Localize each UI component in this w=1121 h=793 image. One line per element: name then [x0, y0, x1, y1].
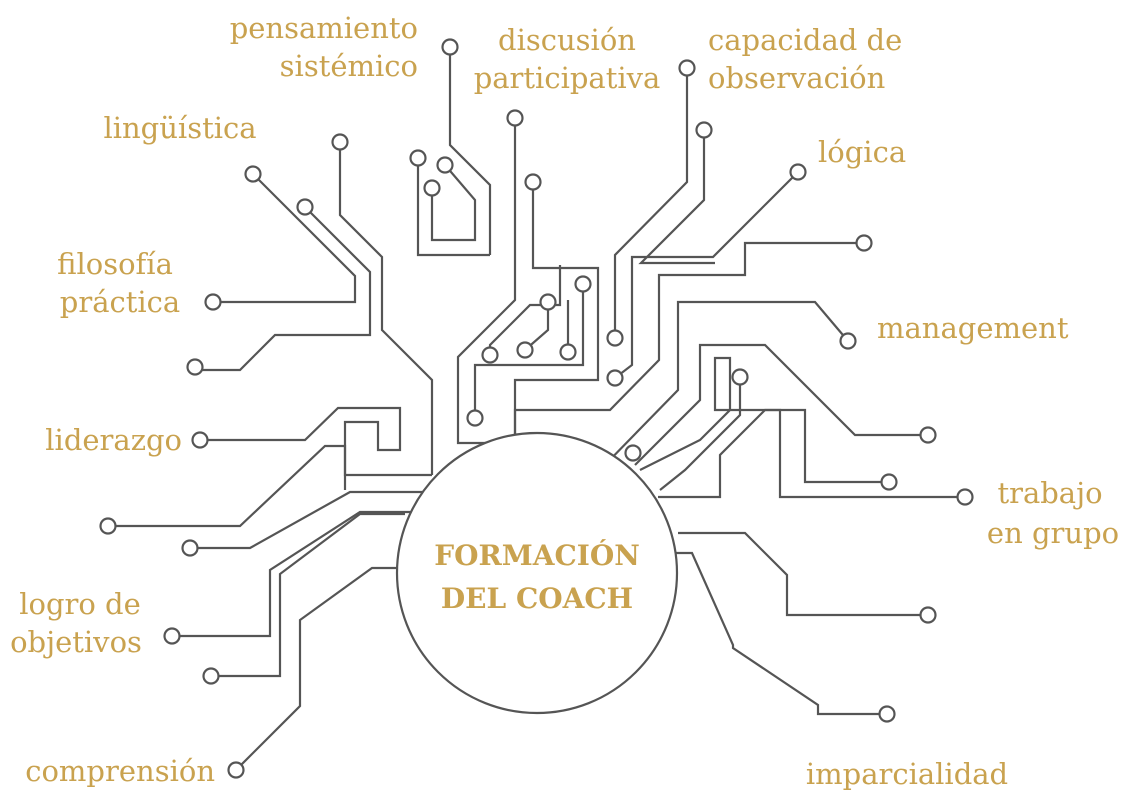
node [181, 539, 199, 557]
node [956, 488, 974, 506]
trace-inner-b [524, 302, 550, 351]
label-comprension: comprensión [25, 754, 215, 788]
node [524, 173, 542, 191]
node [204, 293, 222, 311]
trace-management [599, 300, 849, 471]
labels: pensamiento sistémico discusión particip… [10, 11, 1119, 791]
trace-linguistica-outer [215, 173, 357, 304]
node [186, 358, 204, 376]
node [423, 179, 441, 197]
node [606, 369, 624, 387]
label-capacidad-line2: observación [708, 61, 885, 95]
node [481, 346, 499, 364]
node [441, 38, 459, 56]
label-discusion-line1: discusión [498, 23, 636, 57]
trace-imparcialidad [672, 551, 887, 716]
node [559, 343, 577, 361]
node [409, 149, 427, 167]
center-title-line1: FORMACIÓN [434, 538, 640, 572]
node [466, 409, 484, 427]
trace-trabajo-b [659, 377, 742, 491]
circuit-traces [108, 47, 965, 771]
node [227, 761, 245, 779]
terminal-nodes [99, 38, 974, 779]
label-logica: lógica [818, 135, 906, 169]
label-trabajo-line2: en grupo [987, 516, 1119, 550]
trace-right-mid-a [634, 343, 928, 466]
node [516, 341, 534, 359]
node [678, 59, 696, 77]
node [99, 517, 117, 535]
trace-right-lower [678, 531, 928, 617]
node [296, 198, 314, 216]
trace-left-c [211, 512, 405, 678]
center-title-line2: DEL COACH [441, 582, 633, 615]
label-pensamiento-line1: pensamiento [230, 11, 418, 45]
center-hub [395, 431, 679, 715]
node [202, 667, 220, 685]
trace-pensamiento-main [448, 47, 492, 255]
label-capacidad-line1: capacidad de [708, 23, 902, 57]
trace-right-upper [513, 241, 864, 440]
node [244, 165, 262, 183]
node [839, 332, 857, 350]
label-discusion-line2: participativa [474, 61, 661, 95]
trace-pensamiento-loop-a [416, 158, 490, 257]
trace-discusion-b [513, 182, 600, 440]
trace-linguistica-mid [197, 206, 372, 372]
trace-left-a [108, 444, 347, 528]
label-logro-line2: objetivos [10, 625, 142, 659]
trace-linguistica-inner [338, 142, 434, 475]
node [880, 473, 898, 491]
node [331, 133, 349, 151]
node [163, 627, 181, 645]
trace-left-b [190, 490, 430, 550]
trace-trabajo [658, 408, 965, 499]
node [731, 368, 749, 386]
node [855, 234, 873, 252]
node [919, 606, 937, 624]
trace-inner-d [473, 284, 585, 418]
node [191, 431, 209, 449]
trace-pensamiento-loop-b [430, 164, 477, 242]
label-filosofia-line1: filosofía [57, 247, 173, 281]
node [695, 121, 713, 139]
node [919, 426, 937, 444]
node [506, 109, 524, 127]
trace-liderazgo [200, 406, 432, 477]
label-linguistica: lingüística [103, 111, 256, 145]
trace-logro [172, 510, 418, 638]
node [789, 163, 807, 181]
label-pensamiento-line2: sistémico [280, 49, 418, 83]
node [606, 329, 624, 347]
node [624, 444, 642, 462]
node [878, 705, 896, 723]
node [436, 156, 454, 174]
label-management: management [877, 311, 1069, 345]
trace-logica [614, 171, 799, 379]
trace-capacidad-b [638, 130, 715, 265]
trace-capacidad-a [613, 68, 689, 338]
node [574, 275, 592, 293]
trace-comprension [235, 566, 400, 771]
trace-discusion [456, 118, 517, 445]
label-logro-line1: logro de [19, 587, 141, 621]
label-imparcialidad: imparcialidad [806, 757, 1008, 791]
label-filosofia-line2: práctica [60, 285, 180, 319]
label-trabajo-line1: trabajo [997, 476, 1102, 510]
trace-right-mid-b [639, 356, 889, 484]
label-liderazgo: liderazgo [45, 423, 182, 457]
node [539, 293, 557, 311]
